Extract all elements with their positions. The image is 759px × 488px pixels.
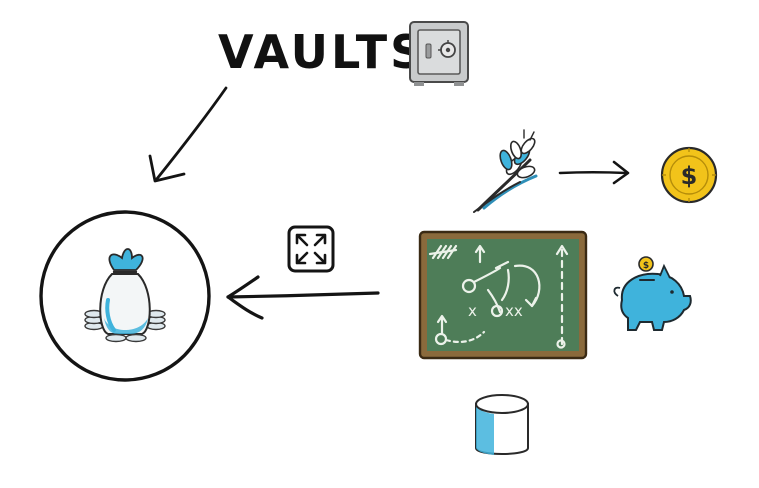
svg-text:x: x [468,302,477,320]
safe-icon [409,21,469,86]
dollar-coin-icon: $ [660,146,718,204]
piggy-bank-icon: $ [613,256,692,331]
money-bag-icon [84,248,166,343]
database-cylinder-icon [475,394,529,455]
svg-text:$: $ [681,162,698,190]
diagram-title: VAULTS [218,25,426,79]
svg-text:xx: xx [505,302,523,320]
board-to-bag-arrow [226,275,380,320]
svg-text:$: $ [643,261,649,271]
wheat-to-coin-arrow [558,160,630,185]
expand-arrows-icon [287,225,335,273]
tactics-board-icon: xx x [418,230,588,360]
title-to-bag-arrow [148,86,228,183]
wheat-icon [473,129,538,213]
